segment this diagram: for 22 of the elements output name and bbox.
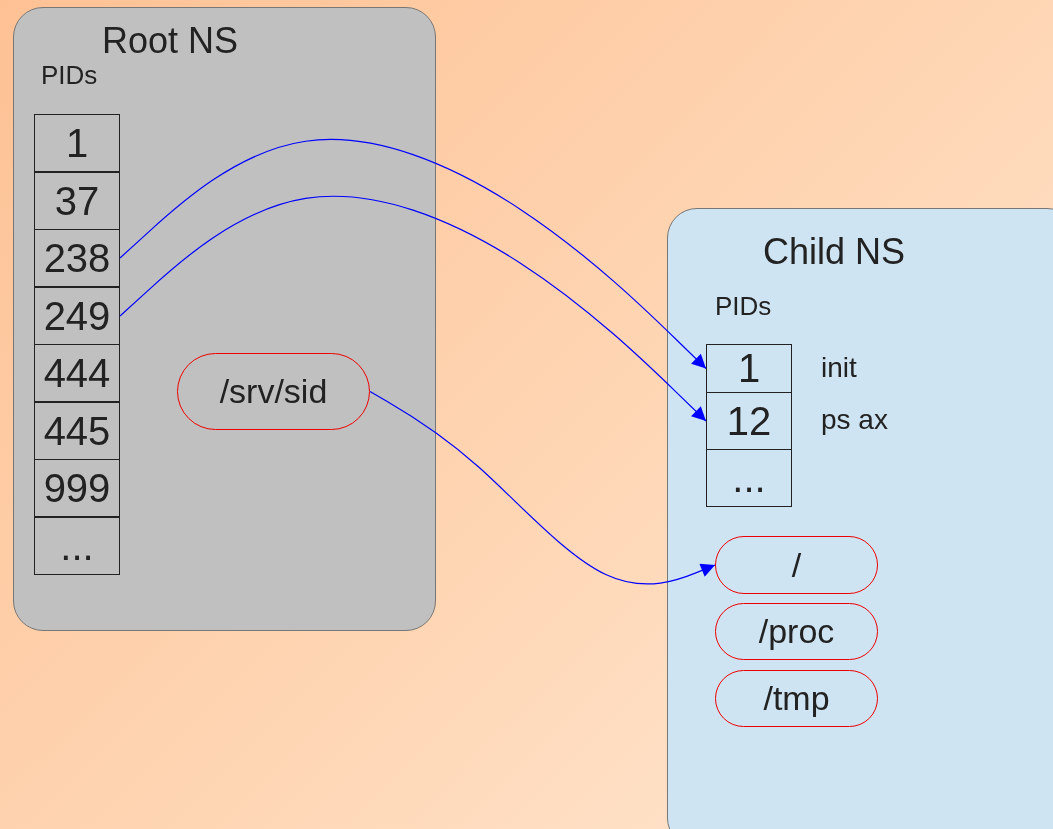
pid-table-cell: 445 [34,402,120,460]
pid-table-cell: 444 [34,344,120,402]
namespace-panel [13,7,436,631]
pid-table-cell: 1 [34,114,120,172]
namespace-title: Child NS [763,231,906,273]
arrow [119,195,707,422]
namespace-panel [667,208,1053,829]
process-name: init [821,351,857,384]
arrow [369,390,716,585]
pid-table-cell: 37 [34,172,120,230]
pid-table-cell: ... [706,449,792,507]
process-name: ps ax [821,404,888,436]
pid-table-cell: ... [34,517,120,575]
section-label: PIDs [41,60,98,91]
pid-table-cell: 12 [706,392,792,450]
pid-table-cell: 249 [34,287,120,345]
section-label: PIDs [715,291,772,322]
pid-table-cell: 238 [34,229,120,287]
arrow [119,139,707,370]
namespace-title: Root NS [102,20,239,62]
pid-table-cell: 999 [34,459,120,517]
pid-table-cell: 1 [706,344,792,393]
